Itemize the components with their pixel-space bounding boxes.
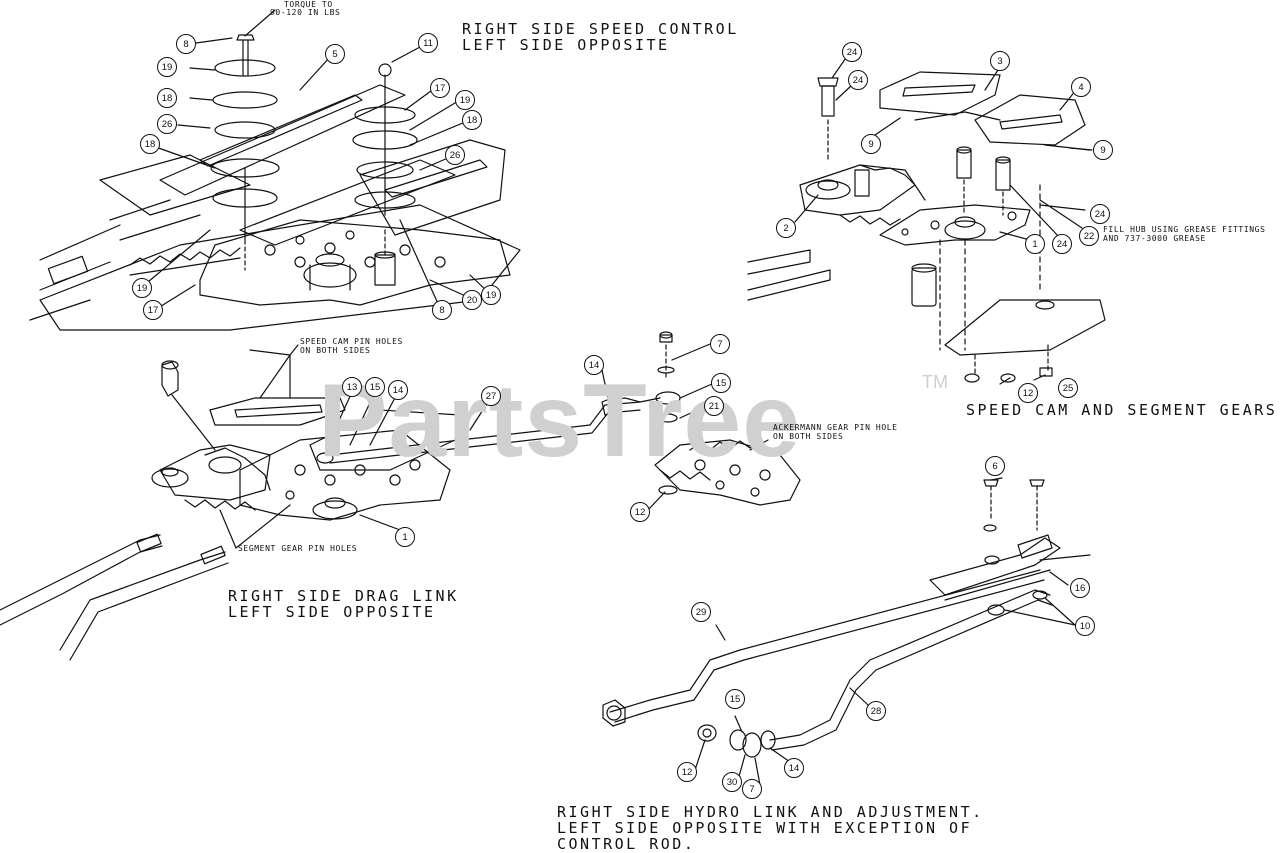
title-speed-cam: SPEED CAM AND SEGMENT GEARS [966,401,1278,419]
callout-part-7: 7 [742,779,762,799]
title-hydro-link-line1: RIGHT SIDE HYDRO LINK AND ADJUSTMENT. [557,803,984,821]
callout-part-29: 29 [691,602,711,622]
callout-part-8: 8 [432,300,452,320]
drag-link-assembly [0,344,641,661]
title-hydro-link-line2: LEFT SIDE OPPOSITE WITH EXCEPTION OF [557,819,973,837]
speed-control-assembly [29,9,521,331]
callout-part-27: 27 [481,386,501,406]
callout-part-1: 1 [395,527,415,547]
callout-part-28: 28 [866,701,886,721]
callout-part-30: 30 [722,772,742,792]
callout-part-24: 24 [1090,204,1110,224]
callout-part-19: 19 [157,57,177,77]
note-speed-cam-pin-line1: SPEED CAM PIN HOLES [300,337,403,346]
ackermann-assembly [601,331,801,511]
callout-part-3: 3 [990,51,1010,71]
callout-part-7: 7 [710,334,730,354]
note-grease-line2: AND 737-3000 GREASE [1103,234,1206,243]
hydro-link-assembly [602,477,1091,786]
callout-part-16: 16 [1070,578,1090,598]
callout-part-4: 4 [1071,77,1091,97]
callout-part-21: 21 [704,396,724,416]
title-drag-link-line2: LEFT SIDE OPPOSITE [228,603,436,621]
callout-part-14: 14 [388,380,408,400]
note-torque-line2: 90-120 IN LBS [270,8,341,17]
callout-part-20: 20 [462,290,482,310]
callout-part-24: 24 [842,42,862,62]
callout-part-5: 5 [325,44,345,64]
callout-part-2: 2 [776,218,796,238]
callout-part-22: 22 [1079,226,1099,246]
callout-part-18: 18 [462,110,482,130]
callout-part-26: 26 [157,114,177,134]
title-drag-link-line1: RIGHT SIDE DRAG LINK [228,587,459,605]
speed-cam-assembly [747,54,1106,385]
callout-part-15: 15 [365,377,385,397]
note-segment-gear: SEGMENT GEAR PIN HOLES [238,544,358,553]
title-hydro-link-line3: CONTROL ROD. [557,835,696,853]
callout-part-24: 24 [848,70,868,90]
callout-part-9: 9 [1093,140,1113,160]
callout-part-19: 19 [481,285,501,305]
callout-part-18: 18 [157,88,177,108]
callout-part-25: 25 [1058,378,1078,398]
callout-part-15: 15 [725,689,745,709]
note-ackermann-line2: ON BOTH SIDES [773,432,844,441]
callout-part-26: 26 [445,145,465,165]
callout-part-15: 15 [711,373,731,393]
callout-part-6: 6 [985,456,1005,476]
callout-part-13: 13 [342,377,362,397]
callout-part-14: 14 [584,355,604,375]
callout-part-9: 9 [861,134,881,154]
callout-part-14: 14 [784,758,804,778]
watermark-trademark: TM [922,372,948,392]
callout-part-1: 1 [1025,234,1045,254]
callout-part-17: 17 [143,300,163,320]
callout-part-19: 19 [132,278,152,298]
note-torque-line1: TORQUE TO [284,0,333,9]
note-grease-line1: FILL HUB USING GREASE FITTINGS [1103,225,1266,234]
note-speed-cam-pin-line2: ON BOTH SIDES [300,346,371,355]
callout-part-12: 12 [677,762,697,782]
title-speed-control-line1: RIGHT SIDE SPEED CONTROL [462,20,739,38]
callout-part-17: 17 [430,78,450,98]
callout-part-10: 10 [1075,616,1095,636]
callout-part-11: 11 [418,33,438,53]
title-speed-control-line2: LEFT SIDE OPPOSITE [462,36,670,54]
callout-part-8: 8 [176,34,196,54]
callout-part-24: 24 [1052,234,1072,254]
callout-part-18: 18 [140,134,160,154]
callout-part-12: 12 [1018,383,1038,403]
callout-part-12: 12 [630,502,650,522]
callout-part-19: 19 [455,90,475,110]
note-ackermann-line1: ACKERMANN GEAR PIN HOLE [773,423,898,432]
